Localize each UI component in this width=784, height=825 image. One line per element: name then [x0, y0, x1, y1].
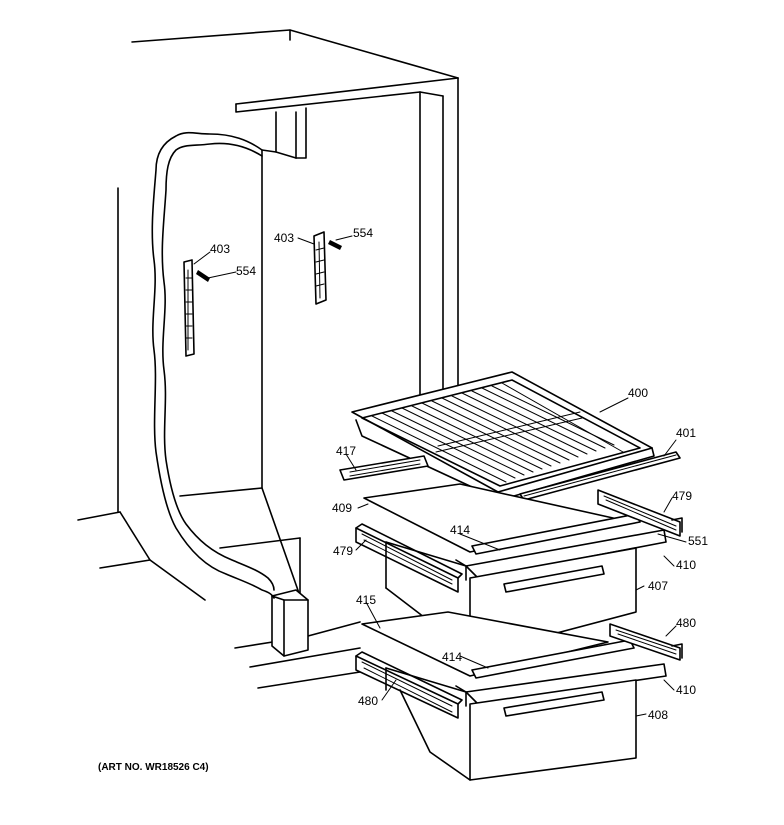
- callout-415: 415: [356, 593, 376, 607]
- callout-480-right: 480: [676, 616, 696, 630]
- slide-rail-479-right: [597, 489, 683, 537]
- wall-cutaway: [151, 131, 275, 599]
- callout-414-upper: 414: [450, 523, 470, 537]
- screw-right: [328, 240, 342, 250]
- callout-551: 551: [688, 534, 708, 548]
- callout-403-left: 403: [210, 242, 230, 256]
- callout-409: 409: [332, 501, 352, 515]
- glass-panel-415: [361, 611, 609, 677]
- shelf-ladder-right: [313, 231, 327, 305]
- shelf-ladder-left: [183, 259, 195, 357]
- pan-cover-frame-lower: [471, 639, 635, 679]
- callout-554-right: 554: [353, 226, 373, 240]
- callout-403-right: 403: [274, 231, 294, 245]
- callout-408: 408: [648, 708, 668, 722]
- callout-410-upper: 410: [676, 558, 696, 572]
- wire-shelf: [351, 371, 655, 501]
- callout-407: 407: [648, 579, 668, 593]
- callout-labels: 400 401 403 554 403 554 417 409 414 479 …: [210, 226, 708, 722]
- callout-479-right: 479: [672, 489, 692, 503]
- callout-479-left: 479: [333, 544, 353, 558]
- callout-480-left: 480: [358, 694, 378, 708]
- crisper-drawer-lower: [385, 663, 667, 781]
- leader-lines: [193, 235, 687, 717]
- callout-401: 401: [676, 426, 696, 440]
- cabinet-outline: [77, 29, 459, 689]
- pan-cover-frame-upper: [471, 513, 641, 555]
- slide-rail-480-right: [609, 623, 683, 661]
- callout-554-left: 554: [236, 264, 256, 278]
- callout-400: 400: [628, 386, 648, 400]
- callout-414-lower: 414: [442, 650, 462, 664]
- art-number: (ART NO. WR18526 C4): [98, 762, 209, 773]
- callout-410-lower: 410: [676, 683, 696, 697]
- callout-417: 417: [336, 444, 356, 458]
- screw-left: [196, 270, 210, 282]
- shelf-support-417: [339, 455, 429, 481]
